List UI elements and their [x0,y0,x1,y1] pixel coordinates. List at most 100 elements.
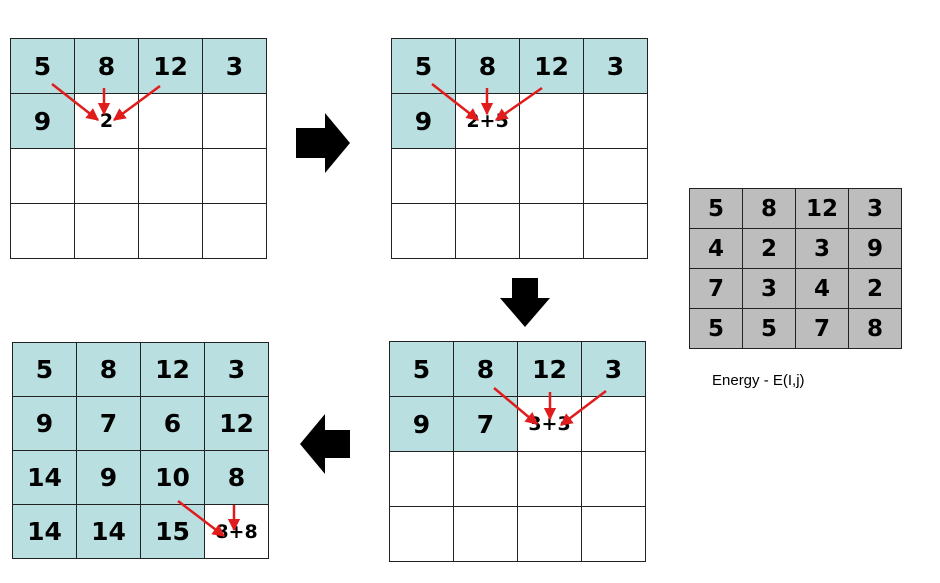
grid-cell: 12 [519,38,584,94]
table-row [389,451,646,507]
grid-cell: 2 [74,93,139,149]
grid-cell: 9 [76,450,141,505]
grid-cell: 7 [453,396,518,452]
energy-cell: 9 [848,228,902,269]
grid-cell [74,203,139,259]
grid-cell: 10 [140,450,205,505]
energy-cell: 8 [848,308,902,349]
step3-grid: 5 8 12 3 9 7 3+3 [389,341,646,562]
energy-grid: 5 8 12 3 4 2 3 9 7 3 4 2 5 5 7 8 [689,188,902,349]
grid-cell [583,93,648,149]
energy-cell: 2 [848,268,902,309]
table-row [391,203,648,259]
grid-cell: 5 [12,342,77,397]
grid-cell: 8 [453,341,518,397]
table-row: 9 7 6 12 [12,396,269,451]
table-row: 9 2 [10,93,267,149]
grid-cell: 9 [10,93,75,149]
energy-caption: Energy - E(I,j) [712,372,805,389]
grid-cell [138,148,203,204]
energy-cell: 3 [795,228,849,269]
grid-cell [581,451,646,507]
table-row: 5 8 12 3 [12,342,269,397]
grid-cell: 9 [391,93,456,149]
table-row: 7 3 4 2 [689,268,902,309]
grid-cell [453,506,518,562]
grid-cell [583,148,648,204]
grid-cell: 3+3 [517,396,582,452]
grid-cell: 9 [389,396,454,452]
grid-cell [202,203,267,259]
table-row [391,148,648,204]
grid-cell [581,506,646,562]
energy-cell: 5 [689,308,743,349]
energy-cell: 4 [689,228,743,269]
grid-cell: 8 [74,38,139,94]
grid-cell [453,451,518,507]
energy-cell: 3 [848,188,902,229]
table-row: 14 14 15 8+8 [12,504,269,559]
grid-cell: 3 [581,341,646,397]
grid-cell: 12 [204,396,269,451]
grid-cell: 3 [204,342,269,397]
grid-cell [138,203,203,259]
table-row: 5 8 12 3 [391,38,648,94]
table-row: 5 8 12 3 [689,188,902,229]
energy-cell: 2 [742,228,796,269]
energy-cell: 7 [795,308,849,349]
energy-cell: 3 [742,268,796,309]
grid-cell: 9 [12,396,77,451]
grid-cell [138,93,203,149]
grid-cell [583,203,648,259]
step4-grid: 5 8 12 3 9 7 6 12 14 9 10 8 14 14 15 8+8 [12,342,269,559]
grid-cell: 14 [12,504,77,559]
step2-grid: 5 8 12 3 9 2+5 [391,38,648,259]
grid-cell: 5 [391,38,456,94]
energy-cell: 4 [795,268,849,309]
energy-cell: 5 [742,308,796,349]
arrow-right-icon [296,113,350,173]
grid-cell [389,451,454,507]
table-row: 5 8 12 3 [10,38,267,94]
grid-cell: 5 [389,341,454,397]
grid-cell [581,396,646,452]
energy-cell: 7 [689,268,743,309]
table-row: 9 2+5 [391,93,648,149]
grid-cell [10,203,75,259]
energy-cell: 5 [689,188,743,229]
energy-cell: 8 [742,188,796,229]
grid-cell: 3 [583,38,648,94]
table-row: 5 5 7 8 [689,308,902,349]
grid-cell: 14 [12,450,77,505]
grid-cell: 15 [140,504,205,559]
energy-cell: 12 [795,188,849,229]
table-row [10,203,267,259]
grid-cell [202,93,267,149]
grid-cell [455,148,520,204]
arrow-down-icon [500,278,550,327]
table-row: 14 9 10 8 [12,450,269,505]
grid-cell [391,148,456,204]
table-row [389,506,646,562]
grid-cell: 5 [10,38,75,94]
grid-cell: 12 [140,342,205,397]
grid-cell [519,203,584,259]
grid-cell [10,148,75,204]
grid-cell: 3 [202,38,267,94]
grid-cell: 14 [76,504,141,559]
arrow-left-icon [300,414,350,474]
grid-cell [455,203,520,259]
table-row [10,148,267,204]
grid-cell: 8 [204,450,269,505]
grid-cell [519,148,584,204]
table-row: 4 2 3 9 [689,228,902,269]
grid-cell: 7 [76,396,141,451]
grid-cell: 8+8 [204,504,269,559]
grid-cell: 12 [517,341,582,397]
grid-cell [391,203,456,259]
grid-cell [517,506,582,562]
grid-cell: 6 [140,396,205,451]
table-row: 5 8 12 3 [389,341,646,397]
grid-cell: 8 [76,342,141,397]
grid-cell [202,148,267,204]
